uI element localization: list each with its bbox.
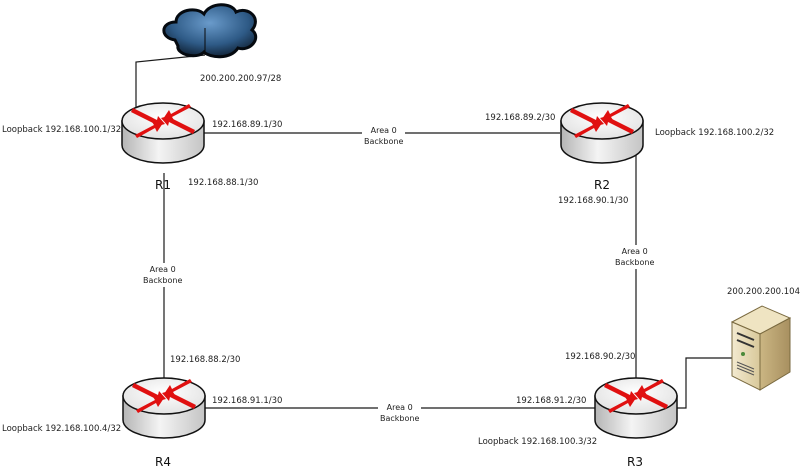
area-label-line1: Area 0 xyxy=(370,126,397,135)
router-r1-name: R1 xyxy=(155,178,171,192)
ip-r3-r4-label: 192.168.91.2/30 xyxy=(516,396,587,406)
area-label-r4-r3: Area 0 Backbone xyxy=(378,401,422,425)
area-label-line1: Area 0 xyxy=(149,265,176,274)
ip-r3-r2-label: 192.168.90.2/30 xyxy=(565,352,636,362)
router-r2-name: R2 xyxy=(594,178,610,192)
ip-r2-r1-label: 192.168.89.2/30 xyxy=(485,113,556,123)
ip-r2-r3-label: 192.168.90.1/30 xyxy=(558,196,629,206)
cloud-network-label: 200.200.200.97/28 xyxy=(200,74,282,84)
area-label-line2: Backbone xyxy=(615,258,655,267)
loopback-r3-label: Loopback 192.168.100.3/32 xyxy=(478,437,598,447)
loopback-r1-label: Loopback 192.168.100.1/32 xyxy=(2,125,122,135)
area-label-line1: Area 0 xyxy=(386,403,413,412)
server-network-label: 200.200.200.104/29 xyxy=(727,287,800,297)
router-r1-icon[interactable] xyxy=(121,102,205,164)
router-r4-name: R4 xyxy=(155,455,171,469)
area-label-line2: Backbone xyxy=(143,276,183,285)
router-r2-icon[interactable] xyxy=(560,102,644,164)
server-icon[interactable] xyxy=(730,305,792,391)
router-r4-icon[interactable] xyxy=(122,377,206,439)
area-label-r1-r2: Area 0 Backbone xyxy=(362,124,406,148)
ip-r4-r3-label: 192.168.91.1/30 xyxy=(212,396,283,406)
area-label-line1: Area 0 xyxy=(621,247,648,256)
ip-r1-r2-label: 192.168.89.1/30 xyxy=(212,120,283,130)
area-label-r1-r4: Area 0 Backbone xyxy=(141,263,185,287)
loopback-r4-label: Loopback 192.168.100.4/32 xyxy=(2,424,122,434)
area-label-r2-r3: Area 0 Backbone xyxy=(613,245,657,269)
internet-cloud-icon xyxy=(162,3,258,59)
area-label-line2: Backbone xyxy=(380,414,420,423)
area-label-line2: Backbone xyxy=(364,137,404,146)
ip-r4-r1-label: 192.168.88.2/30 xyxy=(170,355,241,365)
router-r3-name: R3 xyxy=(627,455,643,469)
loopback-r2-label: Loopback 192.168.100.2/32 xyxy=(655,128,775,138)
ip-r1-r4-label: 192.168.88.1/30 xyxy=(188,178,259,188)
router-r3-icon[interactable] xyxy=(594,377,678,439)
